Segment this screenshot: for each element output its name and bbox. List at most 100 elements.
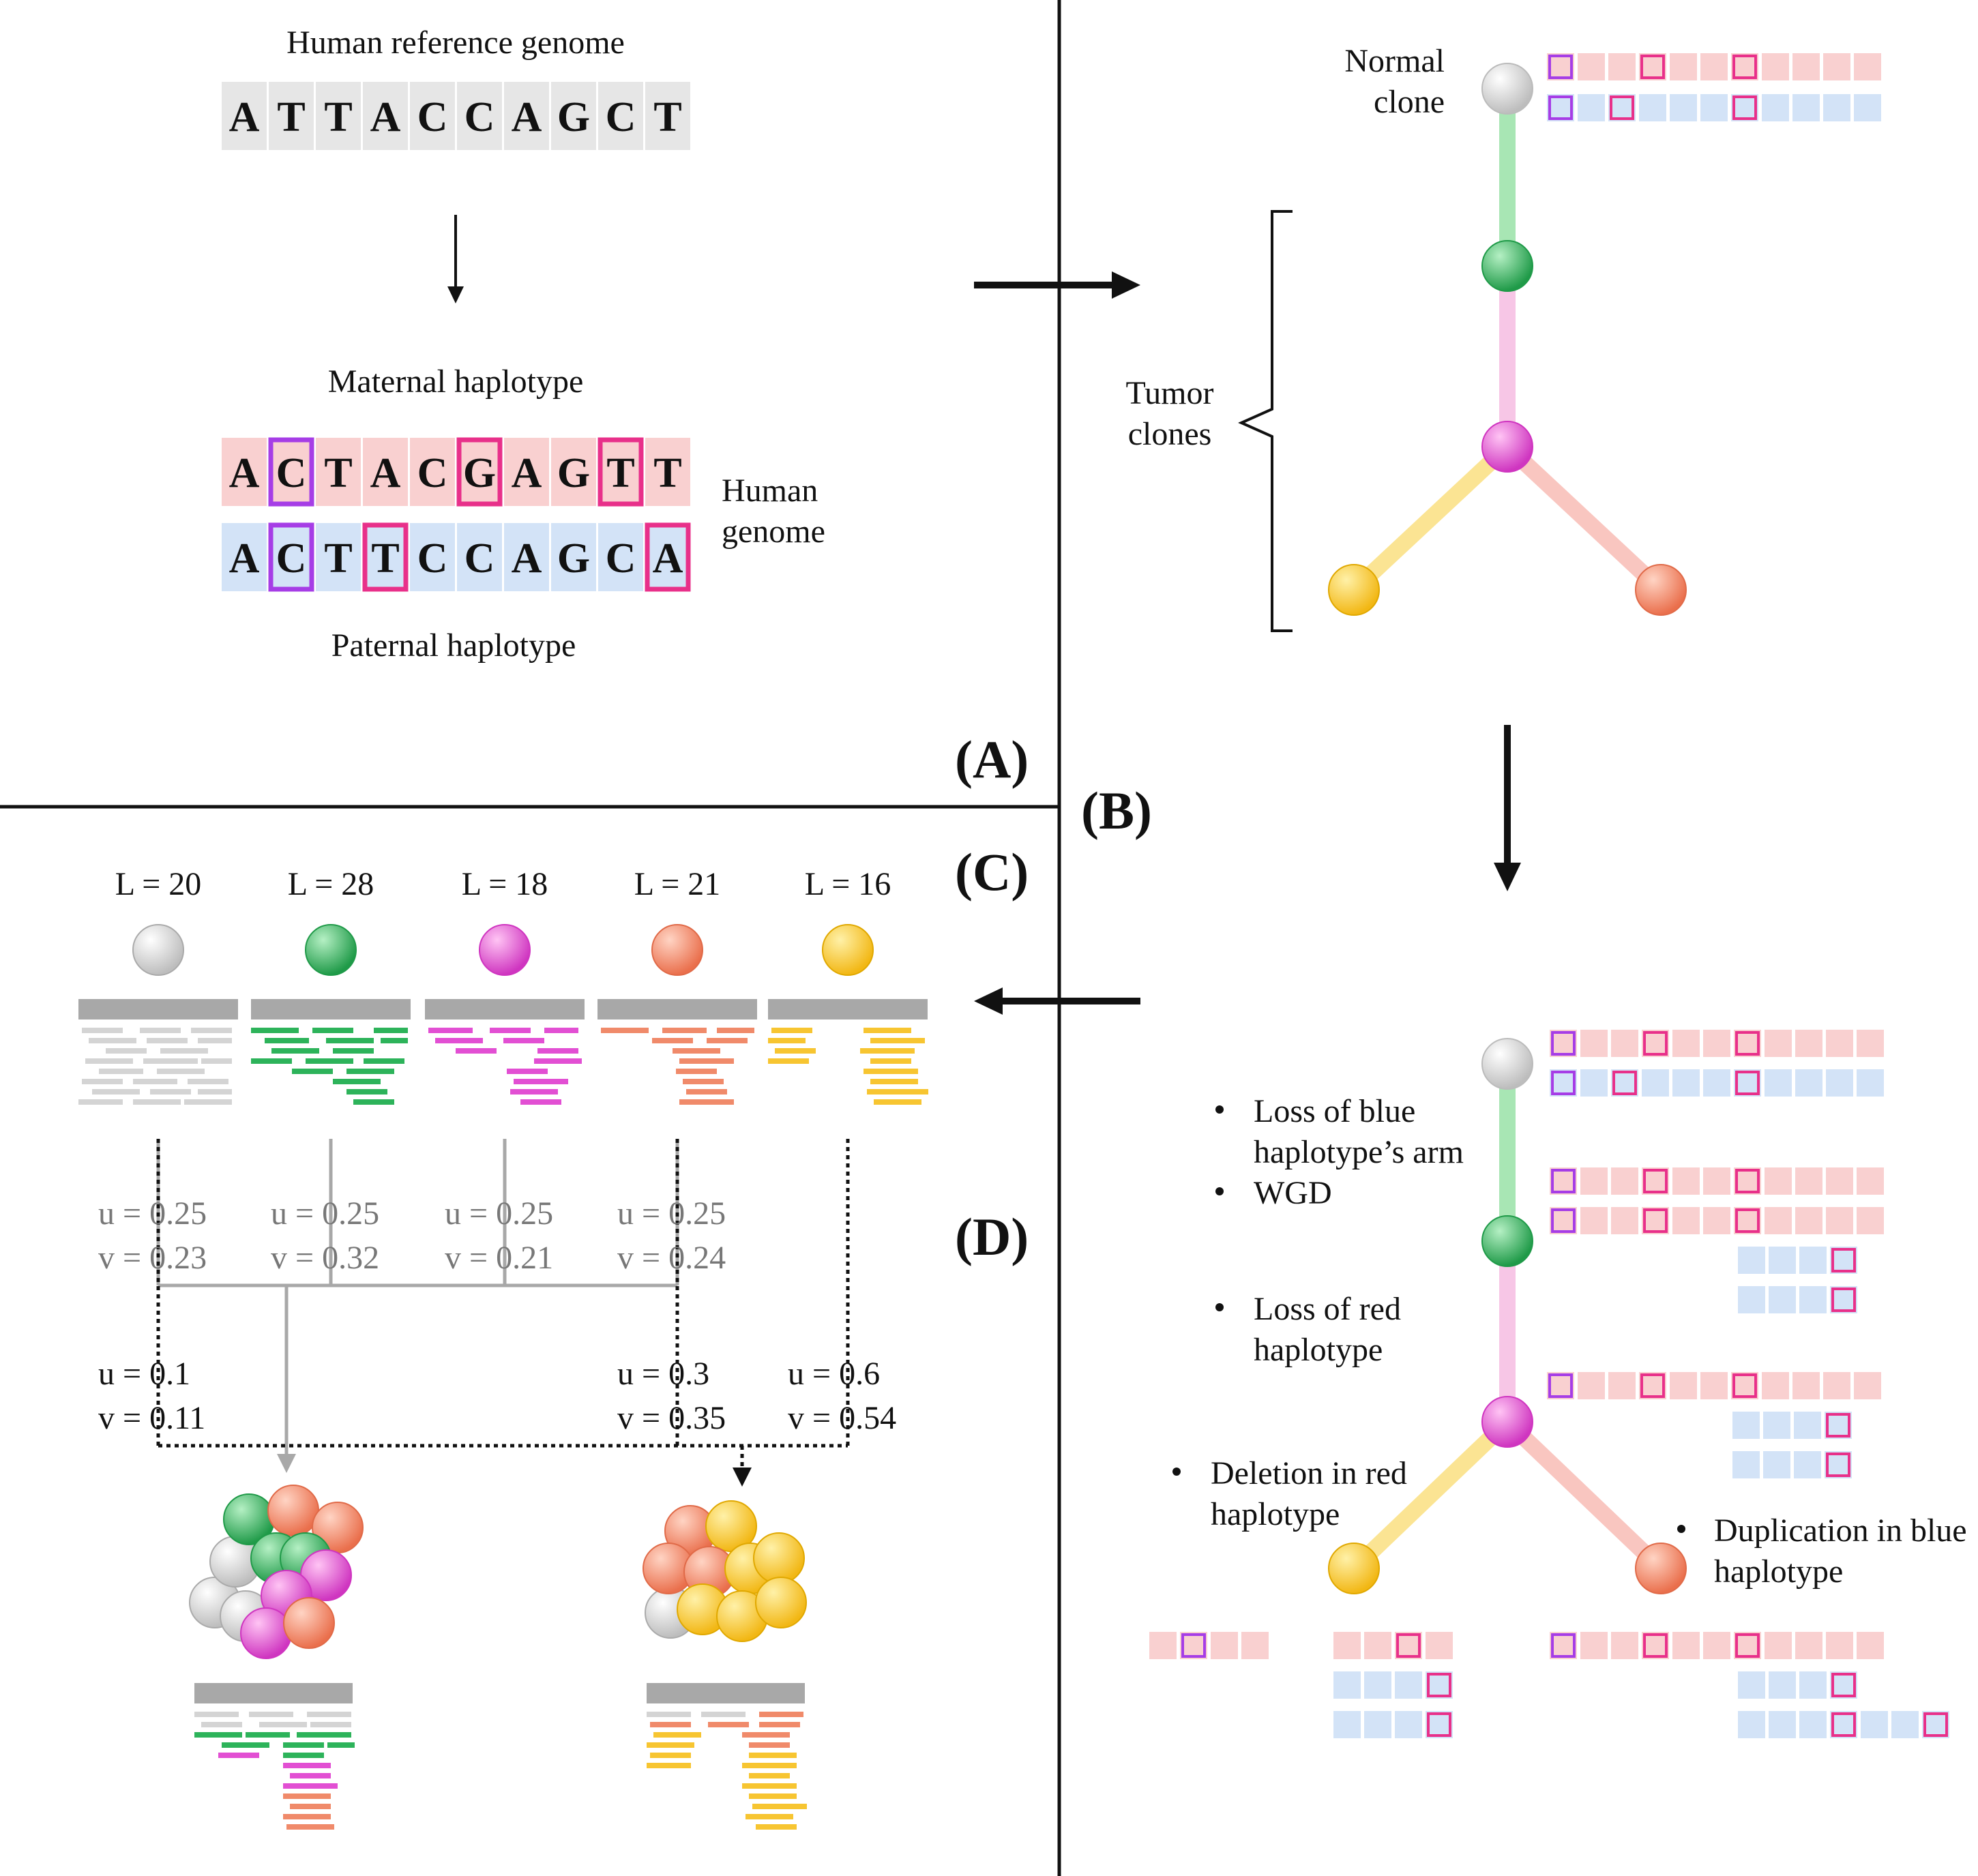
sequencing-read (867, 1089, 928, 1095)
sequencing-read (286, 1824, 334, 1830)
sequencing-read (756, 1824, 797, 1830)
clone-column: L = 21 (597, 866, 757, 1105)
green-clone-node (1481, 1215, 1533, 1267)
cna-tree: Loss of blue haplotype’s arm WGD Loss of… (1149, 1030, 1967, 1738)
read-pileup (78, 999, 238, 1105)
sequencing-read (510, 1089, 558, 1095)
sequence-cell (363, 82, 408, 150)
sequencing-read (771, 1028, 812, 1033)
sequencing-read (647, 1712, 691, 1717)
sequencing-read (374, 1028, 408, 1033)
parameter-u: u = 0.25 (445, 1195, 553, 1232)
sequencing-read (768, 1058, 809, 1064)
arrowhead-right-icon (1112, 271, 1140, 299)
haplotype-strip (1333, 1711, 1453, 1738)
clone-length-label: L = 20 (115, 866, 202, 902)
sequencing-read (147, 1038, 188, 1043)
sample1-cell-mixture (189, 1485, 364, 1659)
sequencing-read (327, 1742, 355, 1748)
sequence-cell (457, 82, 502, 150)
sequencing-read (683, 1079, 724, 1084)
nucleotide-letter: C (464, 535, 495, 582)
nucleotide-letter: A (229, 94, 260, 140)
cna-genomes (1149, 1030, 1949, 1738)
sequencing-read (82, 1028, 123, 1033)
sequencing-read (870, 1079, 918, 1084)
maternal-label: Maternal haplotype (328, 363, 584, 400)
clone-column: L = 18 (425, 866, 585, 1105)
sequencing-read (283, 1793, 331, 1799)
nucleotide-letter: C (276, 450, 307, 496)
sequencing-read (333, 1048, 374, 1054)
sequencing-read (184, 1099, 232, 1105)
sequencing-read (676, 1069, 717, 1074)
sample2-cell-mixture (643, 1500, 807, 1642)
haplotype-strip (1333, 1632, 1453, 1659)
clone-node (651, 924, 703, 976)
parameter-pair: u = 0.25v = 0.21 (445, 1195, 553, 1276)
event-loss-red-line2: haplotype (1254, 1332, 1383, 1368)
event-duplication-blue-line1: Duplication in blue (1714, 1513, 1967, 1549)
sequencing-read (870, 1058, 911, 1064)
sequencing-read (653, 1732, 701, 1738)
sequencing-read (143, 1058, 198, 1064)
clone-length-label: L = 18 (462, 866, 548, 902)
arrowhead-down-icon (447, 286, 464, 303)
haplotype-strip (1550, 1069, 1884, 1097)
read-pileup (425, 999, 585, 1105)
nucleotide-letter: A (370, 94, 401, 140)
panel-c-label: (C) (955, 842, 1029, 902)
read-pileup (251, 999, 411, 1105)
sequence-cell (363, 523, 408, 591)
tree-edge-magenta-salmon (1501, 1416, 1667, 1575)
nucleotide-letter: A (512, 94, 542, 140)
sequence-cell (316, 82, 361, 150)
arrowhead-down-icon (1494, 863, 1521, 891)
parameter-v: v = 0.35 (617, 1400, 726, 1436)
snp-highlight-box (645, 522, 691, 592)
sequence-cell (645, 82, 690, 150)
sequencing-read (679, 1058, 734, 1064)
haplotype-strip (1738, 1247, 1857, 1274)
sequencing-read (742, 1732, 790, 1738)
sequencing-read (544, 1028, 578, 1033)
sequencing-read (82, 1079, 123, 1084)
sequencing-read (307, 1712, 351, 1717)
sequence-cell (598, 82, 643, 150)
sequencing-read (283, 1763, 331, 1768)
clone-node (822, 924, 874, 976)
sequence-cell (598, 523, 643, 591)
sequencing-read (768, 1038, 806, 1043)
sequencing-read (381, 1038, 408, 1043)
event-loss-blue-line2: haplotype’s arm (1254, 1134, 1464, 1170)
haplotype-strip (1738, 1671, 1857, 1699)
arrowhead-down-icon (733, 1468, 752, 1487)
haplotype-strip (1738, 1286, 1857, 1313)
snp-highlight-box (268, 522, 314, 592)
sequencing-read (490, 1028, 531, 1033)
tumor-clones-brace (1238, 210, 1293, 632)
reference-bar (597, 999, 757, 1019)
sequencing-read (157, 1069, 205, 1074)
panel-b-label: (B) (1081, 781, 1152, 840)
parameter-v: v = 0.24 (617, 1240, 726, 1276)
parameter-u: u = 0.6 (788, 1356, 880, 1392)
sequence-cell (269, 523, 314, 591)
sequencing-read (133, 1099, 181, 1105)
sequencing-read (863, 1069, 918, 1074)
normal-clone-genome (1547, 53, 1881, 121)
reference-bar (78, 999, 238, 1019)
normal-clone-label-line2: clone (1374, 84, 1445, 120)
sequencing-read (201, 1058, 232, 1064)
sequencing-read (534, 1058, 582, 1064)
sequencing-read (746, 1814, 793, 1819)
nucleotide-letter: T (277, 94, 305, 140)
clone-column: L = 16 (768, 866, 928, 1105)
nucleotide-letter: T (371, 535, 399, 582)
parameter-pair: u = 0.25v = 0.32 (271, 1195, 379, 1276)
nucleotide-letter: C (417, 535, 448, 582)
sequencing-read (346, 1069, 394, 1074)
